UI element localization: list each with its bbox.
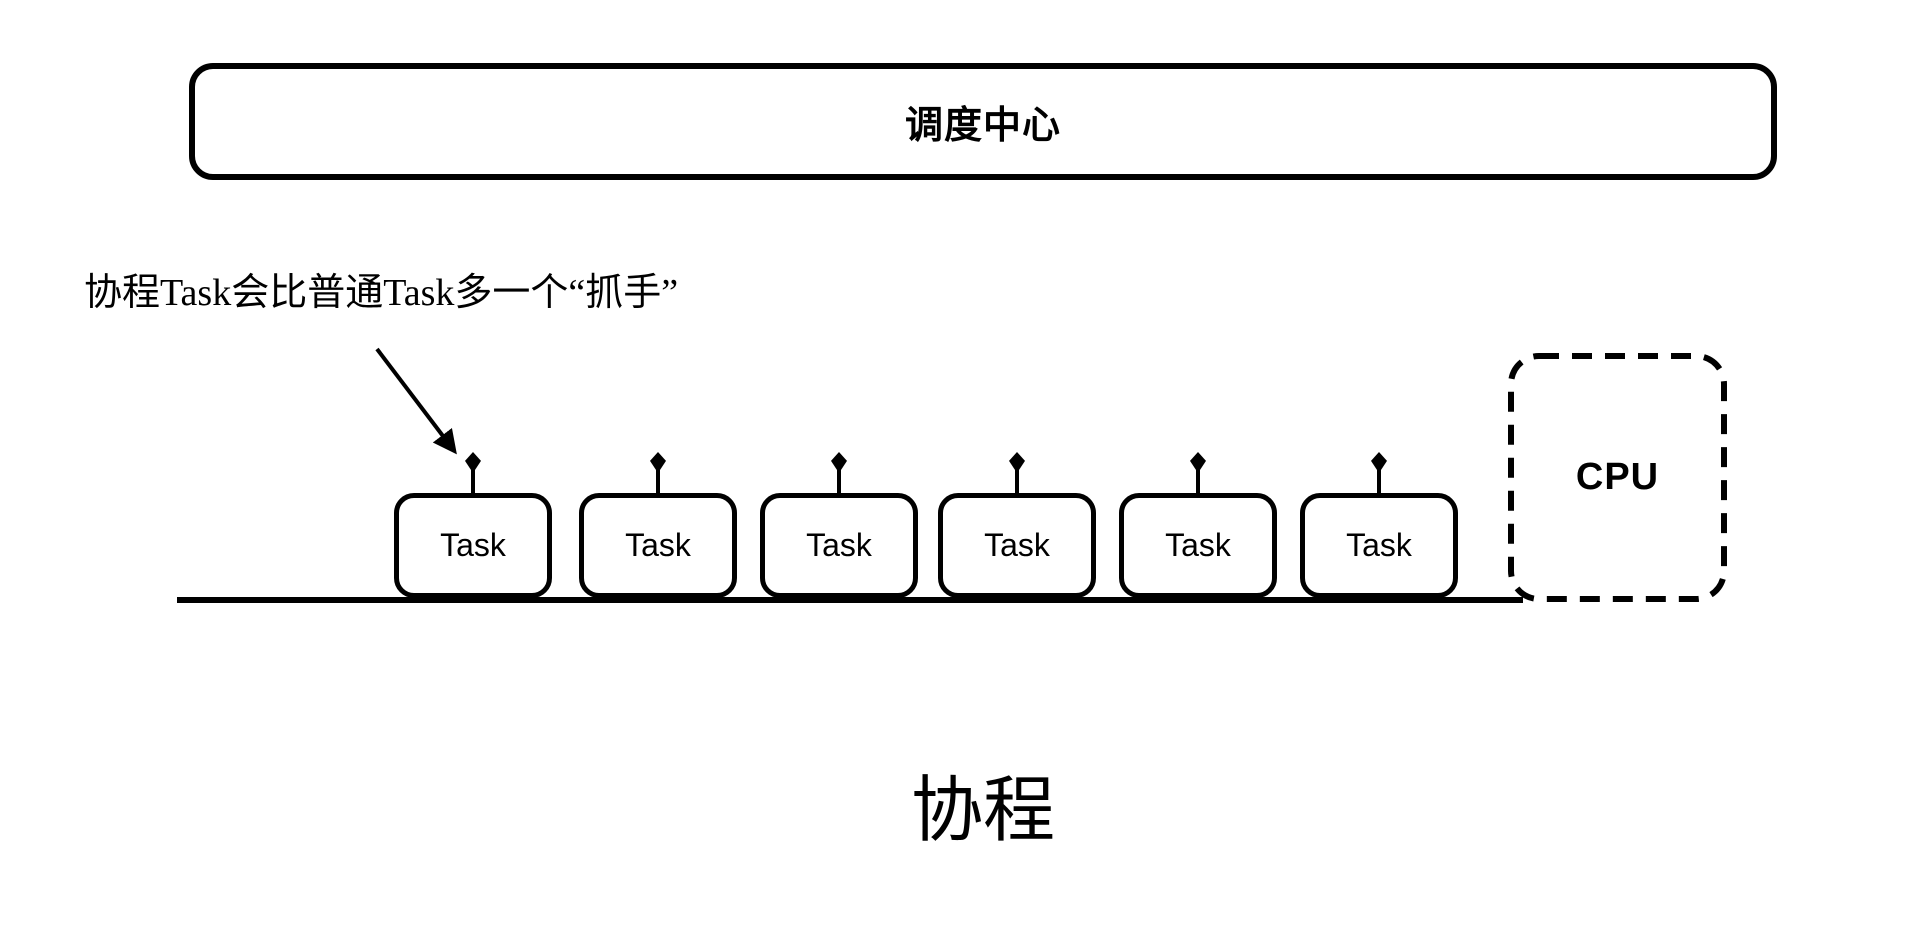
ground-line <box>177 597 1523 603</box>
task-handle-stem <box>1196 469 1200 498</box>
task-box: Task <box>760 493 918 598</box>
task-label: Task <box>1346 527 1412 563</box>
cpu-box: CPU <box>1508 353 1727 602</box>
task-label: Task <box>1165 527 1231 563</box>
task-unit: Task <box>938 452 1096 598</box>
scheduler-box: 调度中心 <box>189 63 1777 180</box>
task-handle-stem <box>837 469 841 498</box>
task-handle-diamond-icon <box>465 452 481 473</box>
task-label: Task <box>806 527 872 563</box>
task-box: Task <box>938 493 1096 598</box>
task-label: Task <box>625 527 691 563</box>
task-handle-stem <box>656 469 660 498</box>
task-box: Task <box>1300 493 1458 598</box>
task-label: Task <box>984 527 1050 563</box>
task-box: Task <box>1119 493 1277 598</box>
task-unit: Task <box>760 452 918 598</box>
task-box: Task <box>579 493 737 598</box>
diagram-caption: 协程 <box>910 771 1055 851</box>
task-box: Task <box>394 493 552 598</box>
task-handle-stem <box>1015 469 1019 498</box>
task-handle-diamond-icon <box>1009 452 1025 473</box>
task-unit: Task <box>579 452 737 598</box>
task-handle-diamond-icon <box>1190 452 1206 473</box>
task-unit: Task <box>1119 452 1277 598</box>
cpu-label: CPU <box>1575 456 1660 498</box>
task-handle-diamond-icon <box>650 452 666 473</box>
task-handle-diamond-icon <box>1371 452 1387 473</box>
task-unit: Task <box>1300 452 1458 598</box>
annotation-text: 协程Task会比普通Task多一个“抓手” <box>84 272 679 314</box>
task-handle-stem <box>1377 469 1381 498</box>
task-handle-stem <box>471 469 475 498</box>
cpu-dashed-border <box>1508 353 1727 602</box>
scheduler-label: 调度中心 <box>904 105 1061 147</box>
task-label: Task <box>440 527 506 563</box>
task-handle-diamond-icon <box>831 452 847 473</box>
task-unit: Task <box>394 452 552 598</box>
